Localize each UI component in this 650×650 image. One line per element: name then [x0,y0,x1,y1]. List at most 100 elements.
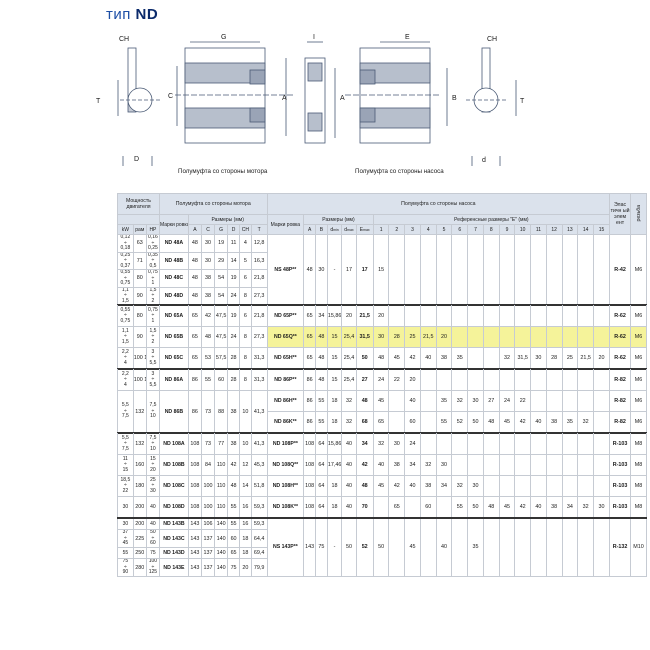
cell-motor-mark: ND 108B [159,454,189,476]
cell-pump-value: 86 [303,411,317,434]
header-rpm: рам [132,224,147,235]
cell-motor-value: 59,3 [250,496,268,519]
header-ref-sizes: Референсные размеры "E" (мм) [372,214,611,225]
cell-ref-value: 30 [592,496,611,519]
cell-elastic: R-82 [609,368,632,391]
cell-kw: 30 [117,517,134,531]
cell-ref-value [592,390,611,412]
pump-hub-section [345,41,448,144]
cell-motor-value: 12 [238,454,252,476]
cell-pump-mark: ND 65H** [266,347,305,370]
cell-motor-value: 143 [187,546,202,560]
cell-ref-value [388,234,406,306]
cell-motor-value: 65 [187,347,202,370]
cell-ref-value [482,475,500,497]
cell-ref-value [498,432,516,455]
technical-drawing: CH G I E CH T C A A B T D d Полумуфта со… [96,34,525,175]
cell-ref-value [592,368,611,391]
cell-pump-mark: ND 86P** [266,368,305,391]
cell-pump-value: 86 [303,368,317,391]
cell-ref-value: 21,5 [419,326,437,348]
cell-ref-value [592,475,611,497]
cell-ref-value [561,390,579,412]
cell-pump-value: 21,5 [355,304,374,327]
cell-ref-value [577,516,594,577]
cell-pump-value: 64 [315,454,328,476]
title-name: ND [135,6,159,23]
cell-hp: 0,16÷0,25 [145,234,161,253]
cell-pump-value: 27 [355,368,374,391]
cell-motor-value: 60 [214,368,229,391]
motor-key-profile [117,47,160,166]
cell-ref-value: 38 [435,347,453,370]
cell-ref-value: 20 [404,368,421,391]
cell-ref-value [498,304,516,327]
cell-ref-value: 45 [498,411,516,434]
cell-ref-value: 35 [467,516,484,577]
cell-ref-value [482,347,500,370]
cell-ref-value: 45 [388,347,406,370]
cell-thread: M6 [630,347,647,370]
label-d-left: D [134,156,139,163]
cell-pump-value: 108 [303,432,317,455]
cell-ref-value: 21,5 [577,347,594,370]
label-t-right: T [520,98,525,105]
cell-ref-value [592,304,611,327]
cell-ref-value [561,304,579,327]
cell-kw: 0,55÷0,75 [117,269,134,288]
cell-ref-value [530,432,547,455]
cell-ref-value: 25 [404,326,421,348]
cell-ref-value: 48 [482,411,500,434]
cell-motor-value: 143 [187,517,202,531]
header-marking-motor: Марки ровка [159,214,189,235]
cell-ref-value [545,475,563,497]
cell-pump-value: 42 [355,454,374,476]
cell-ref-value: 32 [577,496,594,519]
cell-ref-value [467,432,484,455]
cell-rpm: 280 [132,558,147,577]
cell-ref-value: 25 [561,347,579,370]
cell-ref-value [467,304,484,327]
cell-pump-value: 86 [303,390,317,412]
cell-pump-value: 40 [341,496,357,519]
cell-elastic: R-82 [609,390,632,412]
cell-pump-value: 15 [326,368,343,391]
cell-motor-mark: ND 65C [159,347,189,370]
cell-ref-value [498,368,516,391]
cell-ref-value [530,234,547,306]
cell-rpm: 71 [132,251,147,270]
cell-ref-value: 50 [467,411,484,434]
cell-elastic: R-62 [609,326,632,348]
cell-kw: 5,5÷7,5 [117,390,134,434]
cell-elastic: R-103 [609,454,632,476]
cell-motor-value: 8 [238,286,252,306]
cell-motor-value: 53 [200,347,216,370]
cell-pump-value: 70 [355,496,374,519]
cell-ref-value [482,234,500,306]
cell-rpm: 132 [132,432,147,455]
cell-pump-value: 25,4 [341,326,357,348]
cell-pump-value: 64 [315,475,328,497]
header-ref-col: 4 [419,224,437,235]
label-ch-right: CH [487,36,497,43]
cell-kw: 0,25÷0,37 [117,251,134,270]
cell-ref-value [545,368,563,391]
cell-pump-value: 75 [315,516,328,577]
cell-ref-value [419,516,437,577]
cell-motor-value: 18 [238,529,252,548]
cell-ref-value: 50 [372,516,390,577]
header-pump-col: A [303,224,317,235]
header-motor-col: CH [238,224,252,235]
cell-motor-value: 10 [238,390,252,434]
cell-motor-value: 14 [227,251,240,270]
cell-motor-value: 19 [227,269,240,288]
cell-ref-value [530,516,547,577]
cell-motor-value: 8 [238,347,252,370]
cell-motor-value: 24 [227,286,240,306]
cell-ref-value: 32 [498,347,516,370]
cell-pump-value: 40 [341,475,357,497]
cell-motor-value: 21,8 [250,269,268,288]
cell-ref-value [561,368,579,391]
cell-pump-mark: ND 65Q** [266,326,305,348]
header-ref-col: 12 [545,224,563,235]
